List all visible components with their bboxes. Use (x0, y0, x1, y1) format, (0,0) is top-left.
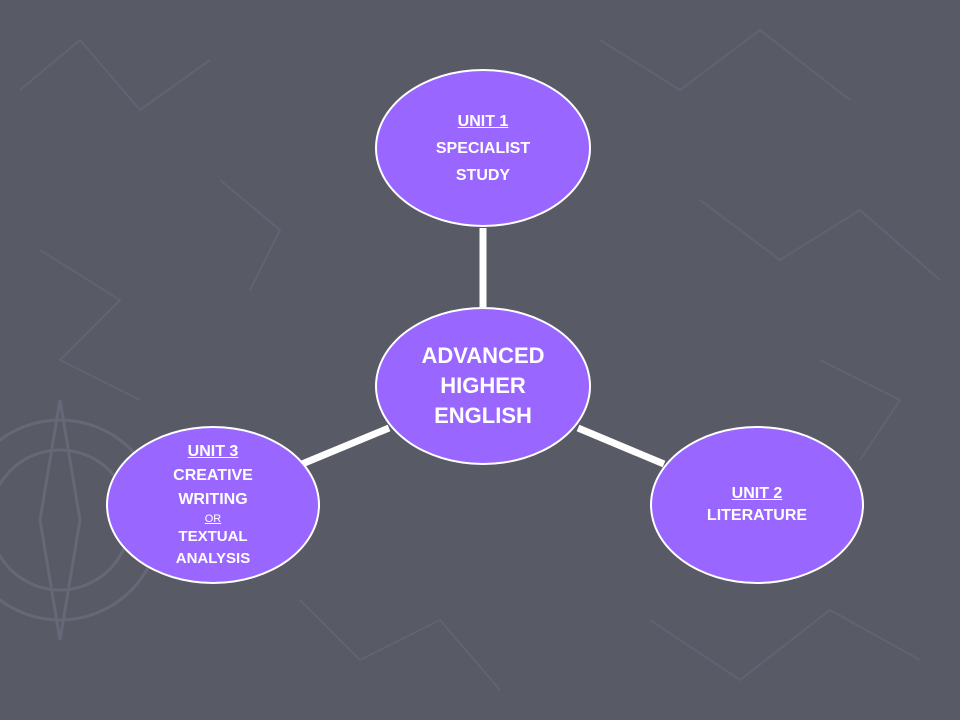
unit2-heading: UNIT 2 (731, 485, 783, 502)
unit1-heading: UNIT 1 (457, 112, 509, 130)
center-line: HIGHER (440, 373, 526, 398)
unit3-line: CREATIVE (173, 467, 253, 484)
unit2-line: LITERATURE (706, 507, 808, 524)
center-line: ENGLISH (434, 403, 532, 428)
unit3-heading: UNIT 3 (187, 443, 239, 460)
unit3-line: ANALYSIS (175, 550, 251, 567)
unit1-line: STUDY (455, 166, 511, 184)
connector-unit2 (576, 424, 666, 468)
unit3-or: OR (204, 513, 222, 525)
connector-unit3 (300, 424, 391, 468)
unit2-node: UNIT 2 LITERATURE (650, 426, 864, 584)
unit1-node: UNIT 1 SPECIALIST STUDY (375, 69, 591, 227)
unit3-node: UNIT 3 CREATIVE WRITING OR TEXTUAL ANALY… (106, 426, 320, 584)
unit3-line: TEXTUAL (178, 528, 248, 545)
unit3-line: WRITING (178, 491, 248, 508)
center-node: ADVANCED HIGHER ENGLISH (375, 307, 591, 465)
unit1-line: SPECIALIST (435, 139, 531, 157)
center-line: ADVANCED (421, 343, 545, 368)
